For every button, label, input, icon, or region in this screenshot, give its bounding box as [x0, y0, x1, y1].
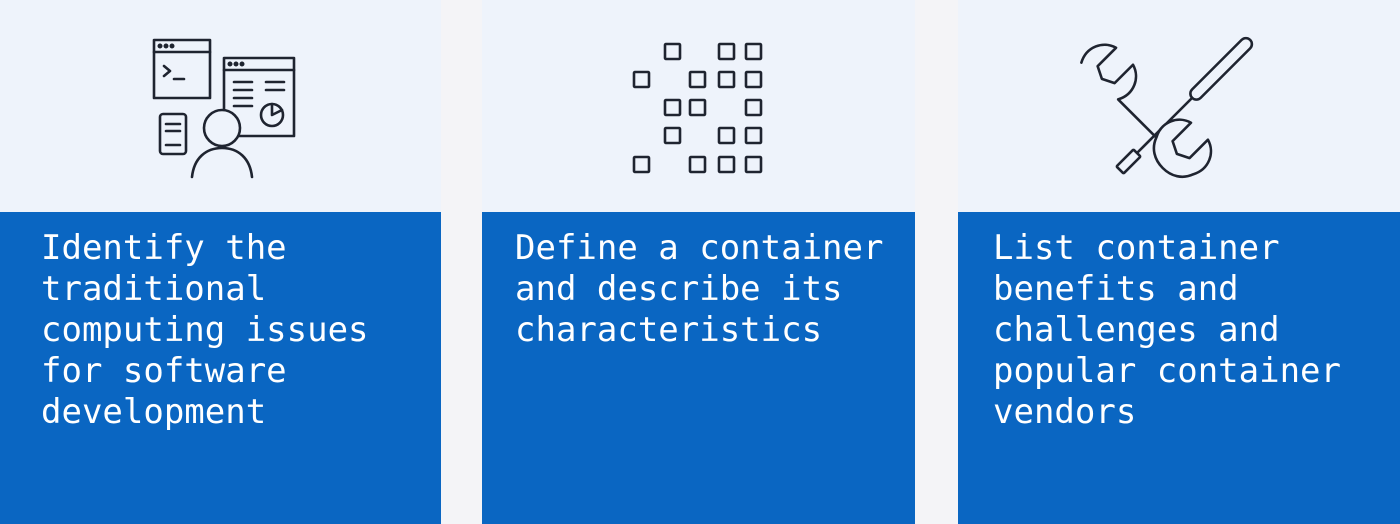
icon-panel: [0, 0, 441, 212]
objective-card-define-container: Define a container and describe its char…: [482, 0, 915, 524]
objective-card-container-benefits: List container benefits and challenges a…: [958, 0, 1400, 524]
objective-card-body: Identify the traditional computing issue…: [0, 212, 441, 524]
objective-card-body: List container benefits and challenges a…: [958, 212, 1400, 524]
wrench-screwdriver-icon: [1080, 36, 1254, 179]
developer-workstation-icon: [152, 38, 296, 179]
objective-text: Identify the traditional computing issue…: [41, 228, 369, 432]
container-grid-icon: [632, 42, 763, 174]
icon-panel: [482, 0, 915, 212]
icon-panel: [958, 0, 1400, 212]
objective-card-body: Define a container and describe its char…: [482, 212, 915, 524]
objective-card-traditional-computing: Identify the traditional computing issue…: [0, 0, 441, 524]
objective-text: Define a container and describe its char…: [515, 228, 884, 350]
objective-text: List container benefits and challenges a…: [993, 228, 1341, 432]
